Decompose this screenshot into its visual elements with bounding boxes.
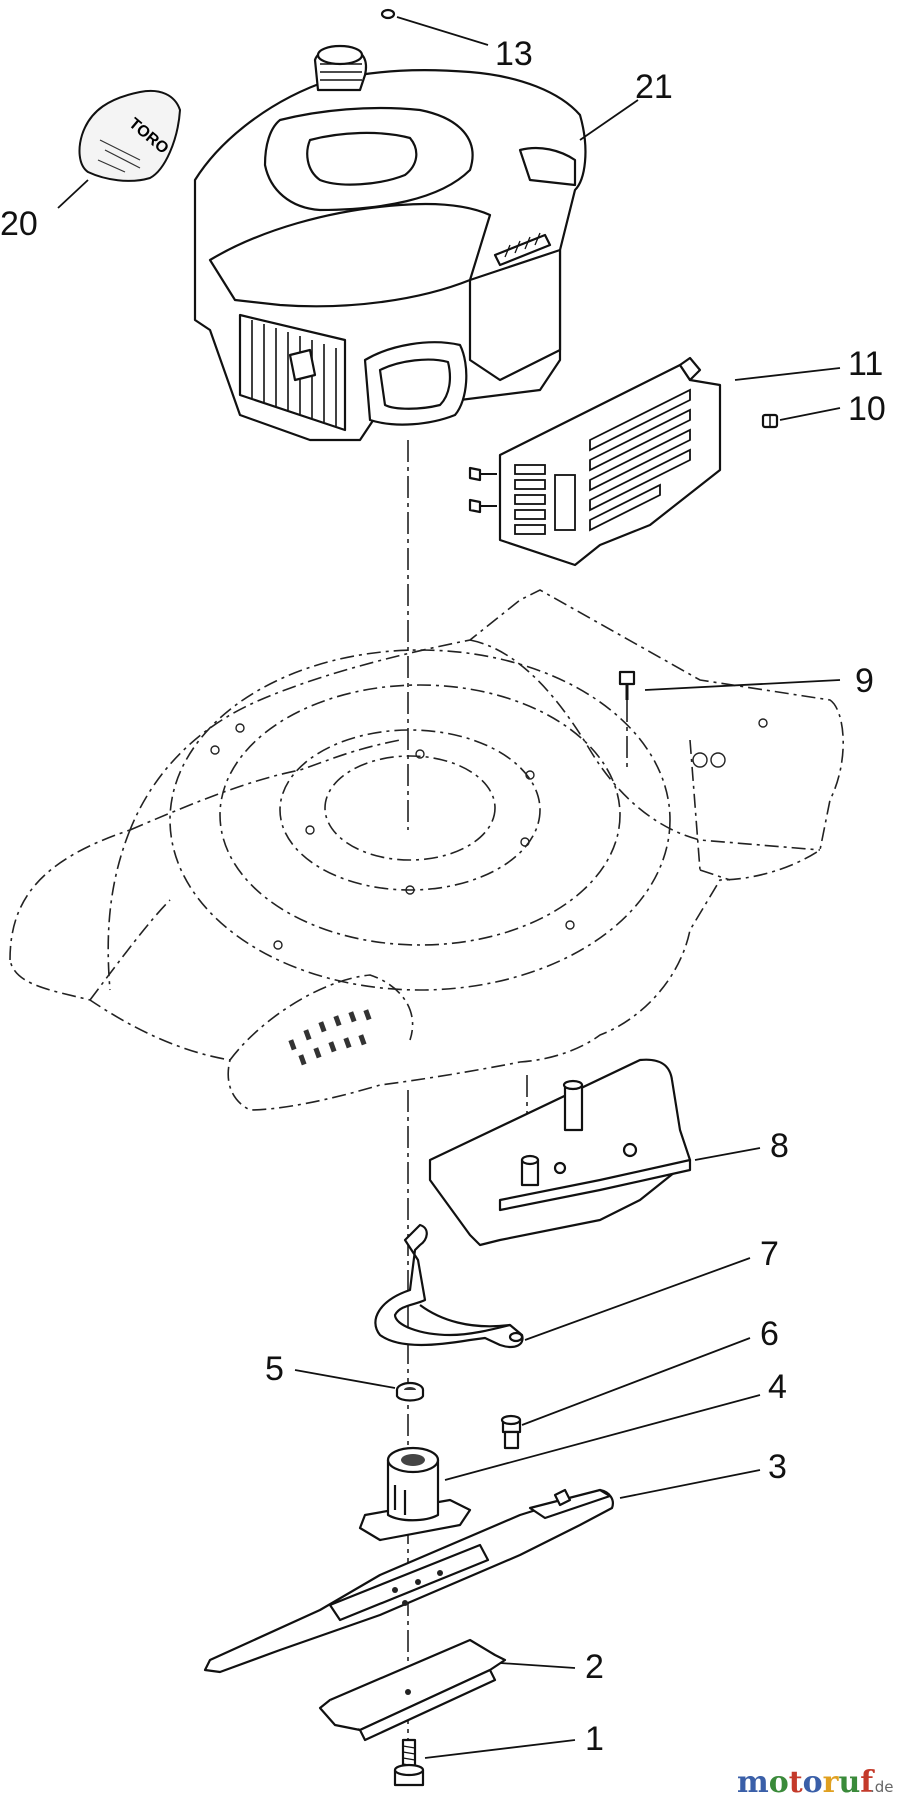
watermark-logo: motoruf .de: [737, 1765, 894, 1800]
callout-13: 13: [495, 35, 533, 73]
watermark-suffix: .de: [870, 1778, 894, 1796]
part-7-bracket: [374, 1223, 524, 1349]
callout-11: 11: [848, 345, 883, 383]
callout-4: 4: [768, 1368, 787, 1406]
part-3-blade: [203, 1488, 614, 1674]
part-21-engine: [193, 44, 587, 442]
watermark-letter: r: [823, 1765, 840, 1800]
part-11-muffler-guard: [498, 356, 722, 567]
callout-20: 20: [0, 205, 38, 243]
part-4-adapter: [358, 1446, 472, 1542]
part-13-plug: [380, 8, 396, 20]
svg-text:motoruf: motoruf: [737, 1765, 875, 1800]
callout-3: 3: [768, 1448, 787, 1486]
part-10-screws: [468, 413, 779, 514]
part-20-decal: TORO: [78, 90, 182, 182]
part-2-stiffener: [318, 1638, 507, 1742]
leader-lines: [57, 16, 841, 1759]
watermark-letter: u: [838, 1765, 860, 1800]
part-8-baffle: [428, 1058, 692, 1247]
watermark-letter: t: [789, 1765, 803, 1800]
part-6-bolt: [500, 1414, 522, 1450]
callout-21: 21: [635, 68, 673, 106]
part-1-blade-bolt: [393, 1738, 425, 1787]
watermark-letter: o: [803, 1765, 823, 1800]
callout-5: 5: [265, 1350, 284, 1388]
part-5-washer: [395, 1381, 425, 1402]
callout-1: 1: [585, 1720, 604, 1758]
watermark-letter: o: [769, 1765, 789, 1800]
mower-deck: [9, 589, 844, 1111]
callout-7: 7: [760, 1235, 779, 1273]
callout-8: 8: [770, 1127, 789, 1165]
callout-2: 2: [585, 1648, 604, 1686]
part-9-bolt: [618, 670, 636, 700]
callout-9: 9: [855, 662, 874, 700]
watermark-letter: f: [860, 1765, 875, 1800]
watermark-letter: m: [737, 1765, 769, 1800]
callout-10: 10: [848, 390, 886, 428]
callout-6: 6: [760, 1315, 779, 1353]
